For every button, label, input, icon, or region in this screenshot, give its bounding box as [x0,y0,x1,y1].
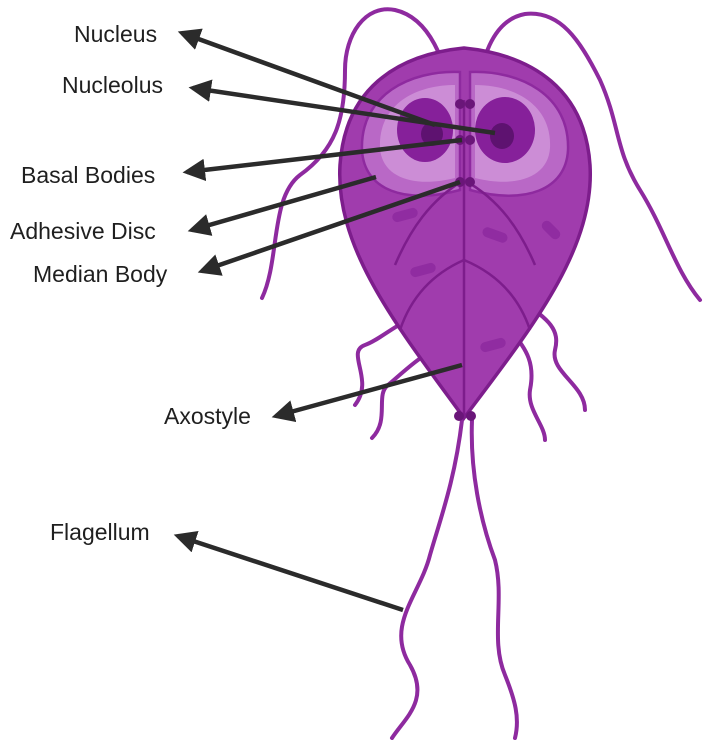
arrow-nucleus [177,28,436,128]
arrow-nucleolus [188,79,496,136]
nucleolus-left [421,122,443,146]
axonemes [393,100,537,418]
basal-body-dot [455,99,465,109]
posterior-flagellum-right [469,418,519,740]
median-body-rod [410,262,436,278]
basal-body-dot [465,99,475,109]
pointer-arrows [173,28,496,613]
fiber-left-1 [393,178,465,266]
label-flagellum: Flagellum [50,519,150,545]
fiber-right-2 [463,258,532,331]
label-nucleolus: Nucleolus [62,72,163,98]
label-axostyle: Axostyle [164,403,251,429]
fiber-left-2 [398,258,465,331]
arrow-axostyle [271,362,463,423]
axostyle-end-dot [454,411,464,421]
label-median-body: Median Body [33,261,168,287]
arrow-adhesive-disc [187,174,377,236]
posterior-flagellum-left [390,418,464,740]
axostyle-end-dot [466,411,476,421]
median-bodies [392,207,561,353]
fiber-right-1 [463,178,537,266]
median-body-rod [482,227,508,243]
labels: Nucleus Nucleolus Basal Bodies Adhesive … [10,21,251,545]
basal-body-dot [465,135,475,145]
arrow-basal-bodies [182,137,463,182]
label-adhesive-disc: Adhesive Disc [10,218,156,244]
label-basal-bodies: Basal Bodies [21,162,155,188]
median-body-rod [480,337,506,353]
median-body-rod [392,207,418,223]
lateral-flagellum-right-2 [508,328,547,442]
arrow-flagellum [173,530,404,613]
anterior-flagellum-right [473,11,702,302]
arrow-median-body [197,179,461,276]
anterior-flagellum-left [260,7,457,300]
label-nucleus: Nucleus [74,21,157,47]
median-body-dot [465,177,475,187]
lateral-flagellum-right [518,298,587,412]
nucleolus-right [490,123,514,149]
median-body-rod [541,220,561,240]
